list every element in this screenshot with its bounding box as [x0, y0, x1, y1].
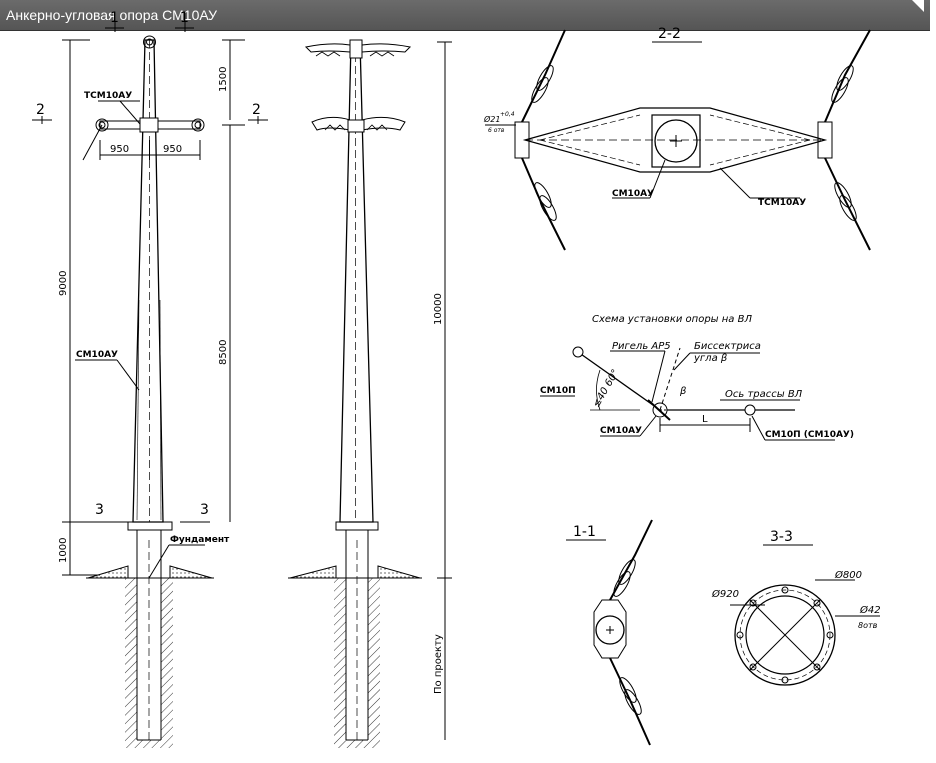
section-3-3-view	[730, 544, 880, 686]
section-1-right: 1	[180, 10, 189, 26]
label-rigel: Ригель АР5	[612, 341, 671, 352]
label-sm10p-left: СМ10П	[540, 386, 576, 396]
label-sm10p-right: СМ10П (СМ10АУ)	[765, 430, 854, 440]
section-1-1-view	[566, 519, 653, 746]
label-sm10au-2-2: СМ10АУ	[612, 189, 654, 199]
label-angle: ≤40 60°	[591, 368, 622, 410]
dim-10000: 10000	[433, 293, 444, 325]
section-2-2-labels: 2-2 СМ10АУ ТСМ10АУ Ø21 +0,4 6 отв	[483, 26, 806, 208]
label-hole-count: 6 отв	[488, 127, 505, 134]
label-dia-42: Ø42	[859, 604, 881, 616]
label-span-l: L	[702, 414, 708, 425]
label-dia-800: Ø800	[834, 569, 862, 581]
section-3-left: 3	[95, 502, 104, 518]
section-2-2-title: 2-2	[658, 26, 681, 42]
installation-scheme-labels: Схема установки опоры на ВЛ Ригель АР5 Б…	[540, 314, 854, 440]
label-bisector-2: угла β	[693, 353, 728, 364]
label-sm10au-scheme: СМ10АУ	[600, 426, 642, 436]
label-holes: 8отв	[858, 621, 878, 630]
label-hole-dia: Ø21	[483, 114, 500, 124]
installation-scheme	[540, 346, 835, 441]
label-beta: β	[679, 386, 687, 397]
label-tsm10au-2-2: ТСМ10АУ	[758, 198, 806, 208]
dim-1500: 1500	[218, 67, 229, 92]
label-foundation: Фундамент	[170, 535, 230, 545]
dim-1000: 1000	[58, 538, 69, 563]
label-bisector-1: Биссектриса	[694, 341, 761, 352]
middle-elevation-view	[288, 39, 452, 748]
scheme-title: Схема установки опоры на ВЛ	[592, 314, 752, 325]
label-per-project: По проекту	[433, 634, 444, 694]
section-1-left: 1	[110, 10, 119, 26]
label-axis: Ось трассы ВЛ	[725, 389, 803, 400]
section-3-3-labels: 3-3 Ø920 Ø800 Ø42 8отв	[711, 529, 881, 630]
section-3-3-title: 3-3	[770, 529, 793, 545]
page-title: Анкерно-угловая опора СМ10АУ	[6, 7, 217, 23]
label-dia-920: Ø920	[711, 588, 739, 600]
section-2-right: 2	[252, 102, 261, 118]
left-elevation-view	[32, 22, 268, 748]
section-2-2-view	[485, 29, 871, 251]
section-1-1-title: 1-1	[573, 524, 596, 540]
left-view-labels: ТСМ10АУ СМ10АУ Фундамент 950 950 1500 85…	[36, 10, 261, 563]
label-sm10au: СМ10АУ	[76, 350, 118, 360]
label-hole-tol: +0,4	[500, 111, 515, 118]
dim-950-right: 950	[163, 144, 182, 155]
dim-8500: 8500	[218, 340, 229, 365]
title-bar: Анкерно-угловая опора СМ10АУ	[0, 0, 930, 31]
section-1-1-labels: 1-1	[573, 524, 596, 540]
section-2-left: 2	[36, 102, 45, 118]
label-tsm10au: ТСМ10АУ	[84, 91, 132, 101]
corner-fold	[912, 0, 924, 12]
dim-950-left: 950	[110, 144, 129, 155]
section-3-right: 3	[200, 502, 209, 518]
dim-9000: 9000	[58, 271, 69, 296]
middle-view-labels: 10000 По проекту	[433, 293, 444, 694]
